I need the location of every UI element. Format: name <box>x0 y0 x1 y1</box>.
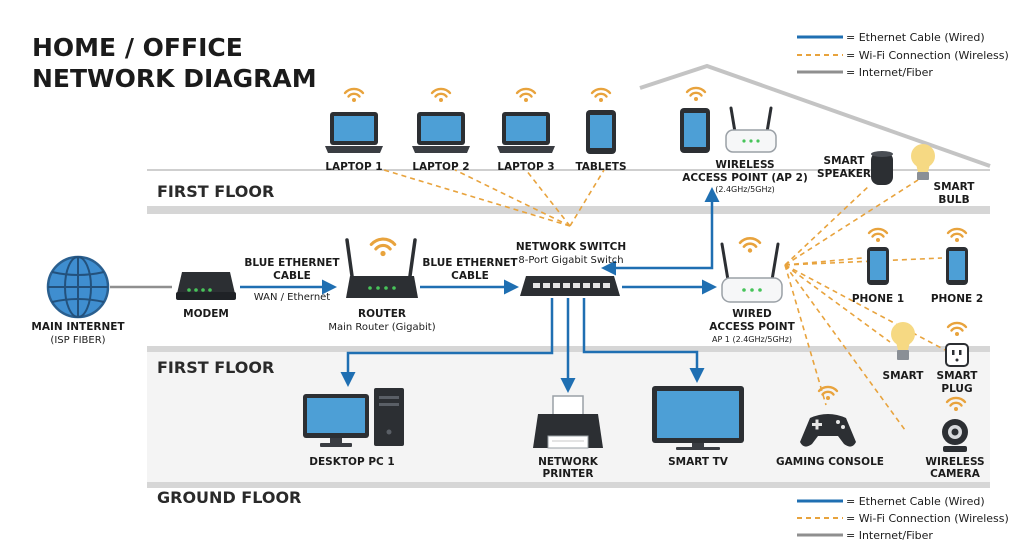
smart-label: SMART <box>883 370 925 382</box>
desktop-label: DESKTOP PC 1 <box>309 456 394 468</box>
laptop-2-icon <box>412 87 470 153</box>
switch-icon <box>520 276 620 296</box>
smart-tv-icon <box>652 386 744 450</box>
wifi-ap-speaker <box>784 184 871 266</box>
camera-label1: WIRELESS <box>925 456 984 468</box>
laptop-1-label: LAPTOP 1 <box>325 161 382 173</box>
diagram-title-line1: HOME / OFFICE <box>32 33 243 62</box>
wifi-ap-camera <box>784 264 906 431</box>
phone-2-icon <box>946 227 968 285</box>
laptop-1-icon <box>325 87 383 153</box>
legend-wired-label: = Ethernet Cable (Wired) <box>846 31 985 44</box>
laptop-2-label: LAPTOP 2 <box>412 161 469 173</box>
wireless-ap-icon <box>725 106 777 153</box>
router-icon <box>345 237 418 298</box>
smart-bulb-label2: BULB <box>938 194 969 206</box>
gaming-console-label: GAMING CONSOLE <box>776 456 884 468</box>
router-label: ROUTER <box>358 308 406 320</box>
legend-bottom-wifi-label: = Wi-Fi Connection (Wireless) <box>846 512 1009 525</box>
legend-bottom: = Ethernet Cable (Wired) = Wi-Fi Connect… <box>797 495 1009 542</box>
wired-ap-label1: WIRED <box>732 308 772 320</box>
legend-top: = Ethernet Cable (Wired) = Wi-Fi Connect… <box>797 31 1009 79</box>
wireless-ap-label1: WIRELESS <box>715 159 774 171</box>
link-switch-wireless-ap <box>601 187 720 276</box>
tablets-label: TABLETS <box>575 161 626 173</box>
wireless-ap-label2: ACCESS POINT (AP 2) <box>682 172 808 184</box>
ground-floor-band <box>147 482 990 488</box>
floor-label-middle: FIRST FLOOR <box>157 358 274 377</box>
internet-label: MAIN INTERNET <box>31 321 125 333</box>
smart-plug-label1: SMART <box>937 370 979 382</box>
phone-2-label: PHONE 2 <box>931 293 983 305</box>
switch-label: NETWORK SWITCH <box>516 241 626 253</box>
phone-1-icon <box>867 227 889 285</box>
smart-speaker-icon <box>871 151 893 185</box>
wifi-ap-phone2 <box>784 257 943 266</box>
smart-tv-label: SMART TV <box>668 456 729 468</box>
floor-label-ground: GROUND FLOOR <box>157 488 301 507</box>
modem-icon <box>176 272 236 300</box>
wired-ap-label2: ACCESS POINT <box>709 321 795 333</box>
wireless-camera-icon <box>942 396 968 452</box>
wifi-switch-laptop3 <box>525 169 571 227</box>
wifi-ap-bulb <box>784 179 919 266</box>
link-sublabel-modem-router: WAN / Ethernet <box>254 292 331 303</box>
internet-sublabel: (ISP FIBER) <box>50 335 105 346</box>
link-label-modem-router-2: CABLE <box>273 270 311 282</box>
phone-1-label: PHONE 1 <box>852 293 904 305</box>
tablet-icon <box>586 87 616 154</box>
smart-speaker-label1: SMART <box>824 155 866 167</box>
modem-label: MODEM <box>183 308 229 320</box>
network-printer-icon <box>533 395 603 449</box>
wireless-ap-tablet-icon <box>680 86 710 153</box>
diagram-title-line2: NETWORK DIAGRAM <box>32 64 317 93</box>
printer-label1: NETWORK <box>538 456 599 468</box>
desktop-pc-icon <box>303 388 404 447</box>
link-label-modem-router-1: BLUE ETHERNET <box>244 257 340 269</box>
wifi-switch-laptop1 <box>383 169 571 227</box>
smart-light-icon <box>891 322 915 360</box>
smart-plug-icon <box>945 321 969 367</box>
upper-floor-band <box>147 206 990 214</box>
wired-links <box>240 187 720 393</box>
wifi-switch-laptop2 <box>454 169 571 227</box>
link-label-router-switch-2: CABLE <box>451 270 489 282</box>
smart-bulb-label1: SMART <box>934 181 976 193</box>
laptop-3-label: LAPTOP 3 <box>497 161 554 173</box>
roof-outline <box>639 63 991 168</box>
link-label-router-switch-1: BLUE ETHERNET <box>422 257 518 269</box>
wifi-ap-smart <box>784 264 891 343</box>
wifi-ap-gaming <box>784 264 827 406</box>
wifi-ap-plug <box>784 264 946 351</box>
smart-speaker-label2: SPEAKER <box>817 168 871 180</box>
link-switch-smart-tv <box>582 298 705 383</box>
smart-bulb-icon <box>911 144 935 180</box>
smart-plug-label2: PLUG <box>941 383 972 395</box>
gaming-console-icon <box>800 385 856 447</box>
legend-wifi-label: = Wi-Fi Connection (Wireless) <box>846 49 1009 62</box>
wired-ap-icon <box>720 237 783 303</box>
internet-globe-icon <box>46 255 110 319</box>
camera-label2: CAMERA <box>930 468 981 480</box>
laptop-3-icon <box>497 87 555 153</box>
floor-label-upper: FIRST FLOOR <box>157 182 274 201</box>
router-sublabel: Main Router (Gigabit) <box>328 322 435 333</box>
printer-label2: PRINTER <box>543 468 594 480</box>
link-switch-desktop <box>340 298 554 387</box>
wifi-links <box>383 169 946 431</box>
legend-bottom-fiber-label: = Internet/Fiber <box>846 529 933 542</box>
wifi-switch-tablets <box>569 169 605 227</box>
legend-bottom-wired-label: = Ethernet Cable (Wired) <box>846 495 985 508</box>
legend-fiber-label: = Internet/Fiber <box>846 66 933 79</box>
switch-sublabel: 8-Port Gigabit Switch <box>518 255 623 266</box>
wireless-ap-sublabel: (2.4GHz/5GHz) <box>715 185 775 194</box>
wired-ap-sublabel: AP 1 (2.4GHz/5GHz) <box>712 335 792 344</box>
